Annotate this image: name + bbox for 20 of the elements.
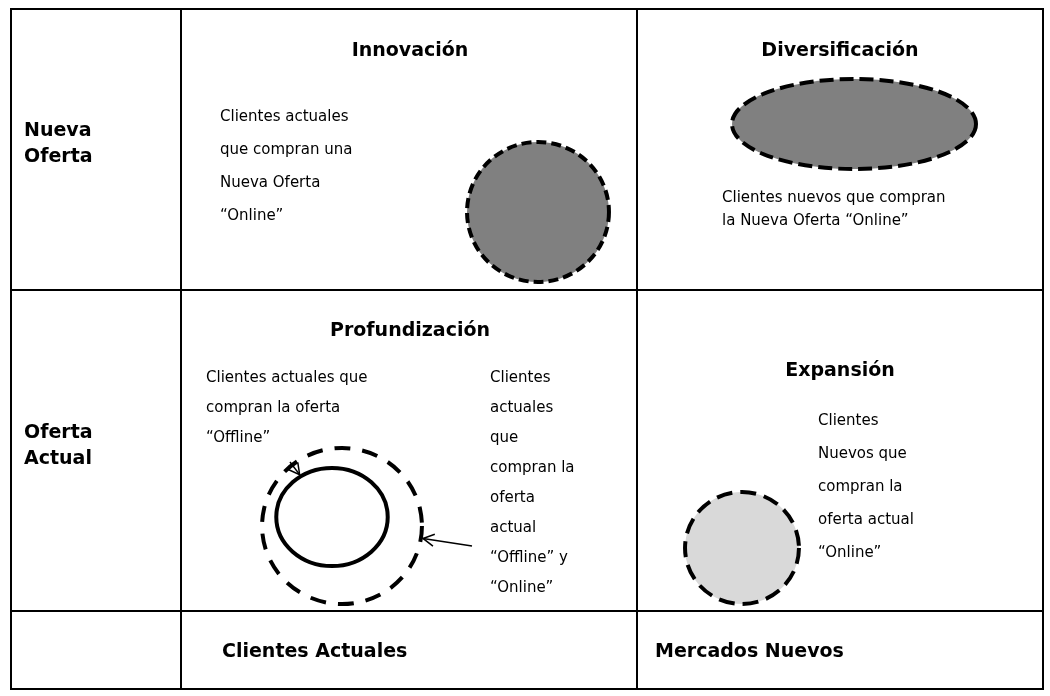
arrow bbox=[287, 461, 301, 476]
heading-label: Mercados Nuevos bbox=[655, 638, 845, 663]
circle-shape bbox=[274, 466, 390, 568]
heading-label: Oferta Actual bbox=[24, 419, 94, 470]
circle-shape bbox=[683, 490, 801, 606]
description-text: Clientes actuales que compran una Nueva Oferta “Online” bbox=[220, 106, 354, 226]
heading-label: Profundización bbox=[329, 317, 491, 342]
heading-label: Diversificación bbox=[760, 37, 920, 62]
ellipse-shape bbox=[730, 77, 978, 171]
circle-shape bbox=[260, 446, 424, 606]
heading-label: Nueva Oferta bbox=[24, 117, 94, 168]
heading-label: Innovación bbox=[350, 37, 470, 62]
annotation-text: Clientes actuales que compran la oferta “Offline” bbox=[206, 362, 386, 462]
annotation-text: Clientes actuales que compran la oferta actual “Offline” y “Online” bbox=[490, 362, 576, 602]
heading-label: Expansión bbox=[784, 357, 896, 382]
circle-shape bbox=[465, 140, 611, 284]
description-text: Clientes Nuevos que compran la oferta actual “Online” bbox=[818, 410, 915, 563]
heading-label: Clientes Actuales bbox=[222, 638, 409, 663]
description-text: Clientes nuevos que compran la Nueva Oferta “Online” bbox=[722, 187, 947, 231]
arrow bbox=[422, 533, 473, 547]
